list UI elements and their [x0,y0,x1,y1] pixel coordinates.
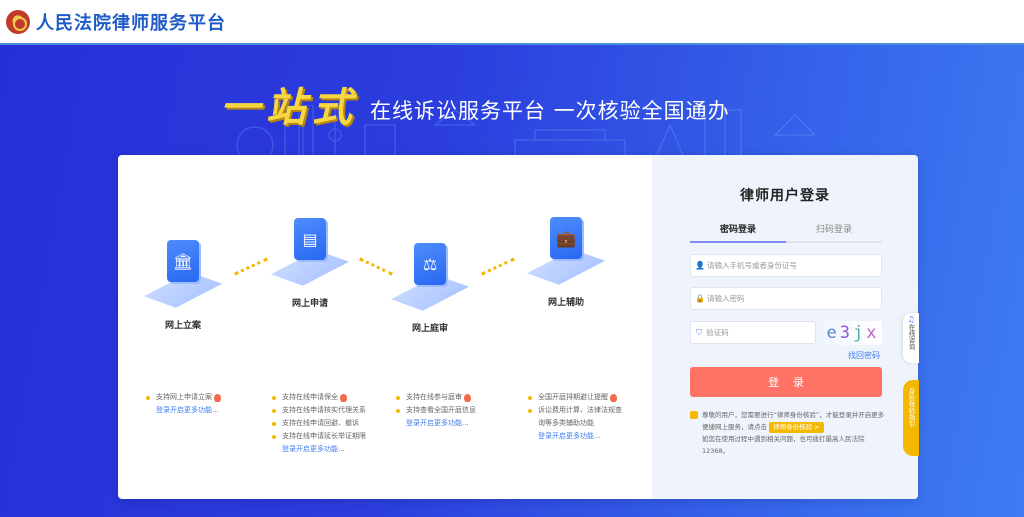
login-more-link[interactable]: 登录开启更多功能... [538,432,601,440]
briefcase-icon: 💼 [550,217,582,259]
top-header: 人民法院律师服务平台 [0,0,1024,45]
list-item: 支持在线申请回避、撤诉 [272,417,366,430]
feature-list-filing: 支持网上申请立案 登录开启更多功能... [146,391,221,417]
forgot-password-link[interactable]: 找回密码 [848,351,880,360]
login-button[interactable]: 登录 [690,367,882,397]
account-field[interactable]: 👤 [690,254,882,277]
feature-online-trial: ⚖ 网上庭审 [390,243,470,334]
list-item: 支持查看全国开庭信息 [396,404,476,417]
feature-label: 网上辅助 [547,298,584,308]
password-field[interactable]: 🔒 [690,287,882,310]
slogan-one-stop: 一站式 [220,84,358,131]
courthouse-icon: 🏛 [167,240,199,282]
list-item: 支持网上申请立案 [146,391,221,404]
banner-slogan: 一站式 在线诉讼服务平台 一次核验全国通办 [220,75,730,133]
feature-label: 网上申请 [291,299,328,309]
list-item: 支持在线申请延长举证期限 [272,430,366,443]
tab-password-login[interactable]: 密码登录 [690,223,786,243]
court-emblem-icon [6,9,30,34]
account-input[interactable] [707,261,881,270]
login-more-link[interactable]: 登录开启更多功能... [406,419,469,427]
tab-qrcode-login[interactable]: 扫码登录 [815,225,852,235]
hot-flame-icon [214,393,221,402]
list-item: 诉讼费用计算、法律法规查 [528,404,622,417]
login-tabs: 密码登录 扫码登录 [690,223,882,243]
feature-label: 网上庭审 [411,324,448,334]
lightbulb-icon [690,411,698,419]
headset-icon: ♫ [907,315,915,324]
list-item: 全国开庭排期避让提醒 [528,391,622,404]
city-skyline-decoration [236,105,815,160]
lawyer-verify-button[interactable]: 律师身份核验 > [769,422,824,433]
captcha-field[interactable]: ⛉ [690,321,816,344]
shield-icon: ⛉ [696,328,703,337]
login-more-link[interactable]: 登录开启更多功能... [282,445,345,453]
feature-online-application: ▤ 网上申请 [270,218,350,309]
connector-dots [234,257,268,276]
captcha-input[interactable] [706,328,815,337]
feature-list-application: 支持在线申请保全 支持在线申请核实代理关系 支持在线申请回避、撤诉 支持在线申请… [272,391,366,456]
hot-flame-icon [464,393,471,402]
feature-online-assistance: 💼 网上辅助 [526,217,606,308]
list-item: 支持在线参与庭审 [396,391,476,404]
main-card: 🏛 网上立案 ▤ 网上申请 ⚖ 网上庭审 💼 网上辅助 [118,155,918,499]
verification-notice: 尊敬的用户，您需要进行“律师身份核验”，才能登录并开启更多便捷网上服务，请点击 … [690,409,886,457]
list-item: 支持在线申请保全 [272,391,366,404]
password-input[interactable] [707,294,881,303]
list-item: 支持在线申请核实代理关系 [272,404,366,417]
connector-dots [481,257,515,276]
user-icon: 👤 [695,261,705,270]
lock-icon: 🔒 [695,294,705,303]
feature-list-assistance: 全国开庭排期避让提醒 诉讼费用计算、法律法规查 询等多类辅助功能 登录开启更多功… [528,391,622,443]
slogan-subtitle: 在线诉讼服务平台 一次核验全国通办 [370,99,730,123]
hot-flame-icon [610,393,617,402]
feature-online-filing: 🏛 网上立案 [143,240,223,331]
feature-label: 网上立案 [164,321,201,331]
verification-guide-tab[interactable]: 身份核验指引 [903,380,919,456]
gavel-icon: ⚖ [414,243,446,285]
document-icon: ▤ [294,218,326,260]
login-more-link[interactable]: 登录开启更多功能... [156,406,219,414]
login-title: 律师用户登录 [740,188,830,204]
connector-dots [359,257,393,276]
list-item-continuation: 询等多类辅助功能 [538,419,594,427]
site-title[interactable]: 人民法院律师服务平台 [36,12,226,34]
online-consult-tab[interactable]: ♫ 在线咨询 [903,313,919,363]
footer-text [340,507,700,513]
feature-list-trial: 支持在线参与庭审 支持查看全国开庭信息 登录开启更多功能... [396,391,476,430]
hot-flame-icon [340,393,347,402]
hero-banner: 一站式 在线诉讼服务平台 一次核验全国通办 🏛 网上立案 ▤ 网上申请 ⚖ 网上… [0,45,1024,517]
feature-panel: 🏛 网上立案 ▤ 网上申请 ⚖ 网上庭审 💼 网上辅助 [118,155,652,499]
